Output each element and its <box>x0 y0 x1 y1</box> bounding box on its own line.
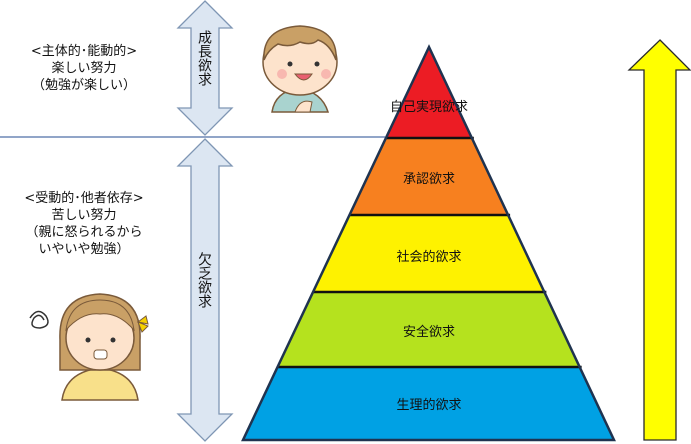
active-line2: （勉強が楽しい） <box>31 78 136 93</box>
deficiency-double-arrow <box>176 138 234 442</box>
pyramid <box>241 44 616 442</box>
happy-boy-illustration <box>262 25 338 113</box>
passive-line2: （親に怒られるから <box>25 225 143 240</box>
pyramid-band-2 <box>313 215 545 292</box>
passive-heading: <受動的･他者依存> <box>24 191 144 206</box>
passive-line3: いやいや勉強） <box>38 242 130 257</box>
active-heading: <主体的･能動的> <box>30 44 138 59</box>
level-social: 社会的欲求 <box>396 250 462 265</box>
level-esteem: 承認欲求 <box>402 172 455 187</box>
growth-needs-label: 成長欲求 <box>196 30 212 86</box>
deficiency-needs-label: 欠乏欲求 <box>196 252 212 308</box>
upward-arrow <box>627 39 691 441</box>
active-effort-text: <主体的･能動的> 楽しい努力 （勉強が楽しい） <box>0 43 168 94</box>
pyramid-band-0 <box>385 47 472 138</box>
pyramid-band-3 <box>277 292 580 367</box>
worried-girl-illustration <box>29 293 149 401</box>
level-safety: 安全欲求 <box>402 325 455 340</box>
growth-double-arrow <box>176 0 234 136</box>
passive-line1: 苦しい努力 <box>51 208 117 223</box>
pyramid-band-4 <box>243 367 614 440</box>
pyramid-band-1 <box>349 138 509 215</box>
pyramid-outline <box>241 44 616 442</box>
passive-effort-text: <受動的･他者依存> 苦しい努力 （親に怒られるから いやいや勉強） <box>0 190 168 258</box>
active-line1: 楽しい努力 <box>51 61 117 76</box>
level-physiological: 生理的欲求 <box>396 398 462 413</box>
level-self-actualization: 自己実現欲求 <box>389 100 468 115</box>
